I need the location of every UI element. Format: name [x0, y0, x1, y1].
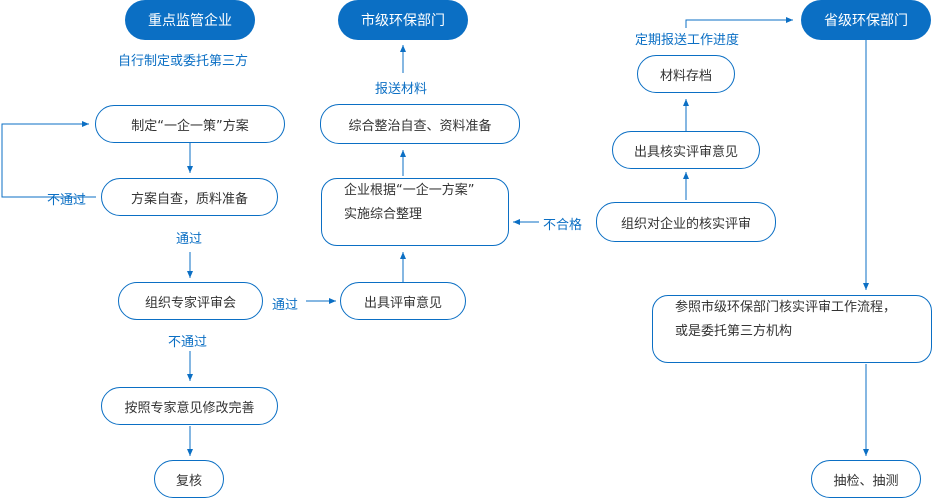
label-fail-2: 不通过	[168, 335, 208, 350]
label-pass-2: 通过	[272, 298, 299, 313]
city-header: 市级环保部门	[338, 0, 468, 40]
node-expert-review: 组织专家评审会	[118, 282, 263, 320]
province-header: 省级环保部门	[801, 0, 931, 40]
node-reference: 参照市级环保部门核实评审工作流程， 或是委托第三方机构	[652, 295, 932, 363]
label-pass-1: 通过	[176, 232, 203, 247]
arrow-fail-loop	[1, 121, 96, 198]
node-rectification: 企业根据“一企一方案” 实施综合整理	[321, 178, 509, 246]
node-review-opinion: 出具评审意见	[340, 282, 466, 320]
label-self-or-third-party: 自行制定或委托第三方	[118, 54, 249, 69]
label-unqualified: 不合格	[543, 218, 583, 233]
arrow-report-progress	[685, 17, 793, 28]
rectification-line1: 企业根据“一企一方案”	[344, 183, 475, 198]
label-fail-1: 不通过	[47, 193, 87, 208]
node-self-check: 方案自查，质料准备	[101, 178, 278, 216]
reference-line2: 或是委托第三方机构	[675, 324, 793, 339]
label-submit-materials: 报送材料	[375, 82, 428, 97]
node-spot-check: 抽检、抽测	[811, 460, 921, 498]
rectification-line2: 实施综合整理	[344, 207, 423, 222]
node-self-inspection: 综合整治自查、资料准备	[320, 104, 520, 144]
label-report-progress: 定期报送工作进度	[635, 33, 740, 48]
node-verify-review: 组织对企业的核实评审	[596, 202, 776, 242]
node-verify-opinion: 出具核实评审意见	[612, 131, 760, 169]
node-archive: 材料存档	[637, 55, 735, 93]
node-revise: 按照专家意见修改完善	[101, 387, 278, 425]
node-recheck: 复核	[154, 460, 224, 498]
reference-line1: 参照市级环保部门核实评审工作流程，	[675, 300, 897, 315]
enterprise-header: 重点监管企业	[125, 0, 255, 40]
node-plan: 制定“一企一策”方案	[95, 105, 285, 143]
